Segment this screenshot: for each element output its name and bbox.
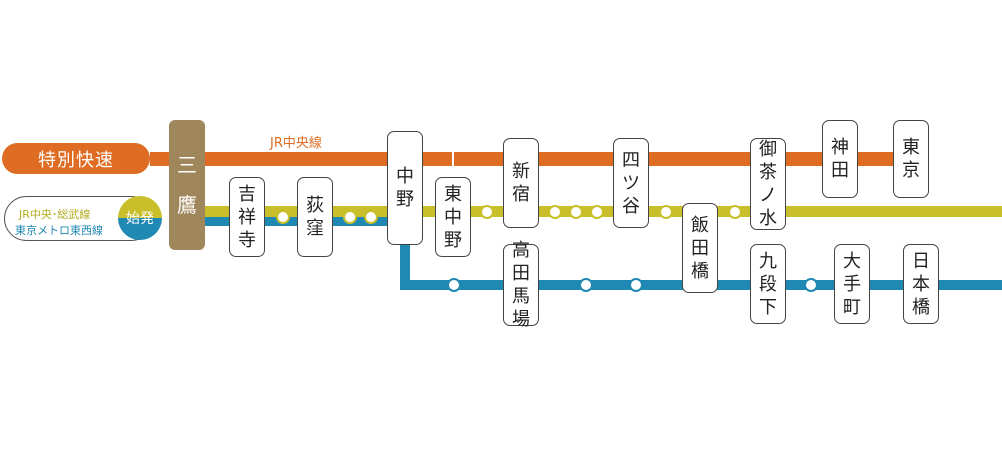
- station-mitaka: 三 鷹: [169, 120, 205, 250]
- station-char: 東: [902, 137, 920, 158]
- station-char: 馬: [512, 286, 530, 307]
- station-char: 神: [831, 137, 849, 158]
- station-char: 四: [622, 149, 640, 171]
- station-dot: [804, 278, 818, 292]
- station-char: 橋: [691, 260, 709, 282]
- station-char: 九: [759, 250, 777, 272]
- station-char: 新: [512, 161, 530, 182]
- station-dot: [659, 205, 673, 219]
- station-char: 祥: [238, 206, 256, 228]
- station-char: 田: [831, 160, 849, 181]
- station-char: ツ: [622, 172, 640, 194]
- origin-badge: 始発: [118, 196, 162, 240]
- station-kanda: 神 田: [822, 120, 858, 198]
- station-char: ノ: [759, 185, 777, 206]
- station-dot: [590, 205, 604, 219]
- station-ogikubo: 荻 窪: [297, 177, 333, 257]
- station-dot: [548, 205, 562, 219]
- station-char: 吉: [238, 183, 256, 205]
- chuo-line-label: JR中央線: [270, 136, 322, 151]
- station-char: 日: [912, 250, 930, 272]
- station-higashinakano: 東 中 野: [435, 177, 471, 257]
- station-tokyo: 東 京: [893, 120, 929, 198]
- station-dot: [364, 210, 378, 224]
- station-char: 橋: [912, 296, 930, 318]
- station-char: 三: [177, 153, 197, 177]
- station-iidabashi: 飯 田 橋: [682, 203, 718, 293]
- station-char: 窪: [306, 218, 324, 239]
- station-char: 中: [396, 166, 414, 187]
- station-char: 下: [759, 296, 777, 318]
- station-char: 御: [759, 139, 777, 160]
- station-nihombashi: 日 本 橋: [903, 244, 939, 324]
- tozai-line-vertical: [400, 226, 410, 290]
- station-ochanomizu: 御 茶 ノ 水: [750, 138, 786, 230]
- station-dot: [343, 210, 357, 224]
- station-char: 野: [396, 189, 414, 210]
- chuo-rapid-line-left: [150, 152, 169, 166]
- station-dot: [569, 205, 583, 219]
- station-char: 鷹: [177, 193, 197, 217]
- station-kichijoji: 吉 祥 寺: [229, 177, 265, 257]
- station-kudanshita: 九 段 下: [750, 244, 786, 324]
- station-dot: [447, 278, 461, 292]
- station-dot: [276, 210, 290, 224]
- station-char: 本: [912, 273, 930, 295]
- station-char: 中: [444, 206, 462, 228]
- station-nakano: 中 野: [387, 131, 423, 245]
- station-char: 田: [512, 263, 530, 284]
- station-dot: [728, 205, 742, 219]
- station-char: 手: [843, 273, 861, 295]
- station-dot: [579, 278, 593, 292]
- station-char: 飯: [691, 214, 709, 236]
- station-char: 谷: [622, 195, 640, 217]
- chuo-rapid-line: [205, 152, 905, 166]
- chuo-sobu-legend-label: JR中央･総武線: [19, 208, 91, 221]
- station-takadanobaba: 高 田 馬 場: [503, 240, 539, 330]
- station-dot: [629, 278, 643, 292]
- station-char: 荻: [306, 195, 324, 216]
- station-char: 茶: [759, 162, 777, 183]
- station-yotsuya: 四 ツ 谷: [613, 138, 649, 228]
- station-char: 大: [843, 250, 861, 272]
- tozai-legend-label: 東京メトロ東西線: [15, 224, 103, 237]
- rapid-legend: 特別快速: [2, 143, 150, 174]
- station-char: 野: [444, 229, 462, 251]
- station-char: 高: [512, 240, 530, 261]
- station-char: 寺: [238, 229, 256, 251]
- station-otemachi: 大 手 町: [834, 244, 870, 324]
- station-char: 宿: [512, 184, 530, 205]
- station-char: 町: [843, 296, 861, 318]
- station-char: 水: [759, 208, 777, 229]
- chuo-rapid-line-gap: [452, 152, 454, 166]
- station-shinjuku: 新 宿: [503, 138, 539, 228]
- station-char: 場: [512, 309, 530, 330]
- station-char: 段: [759, 273, 777, 295]
- station-char: 田: [691, 237, 709, 259]
- station-char: 東: [444, 183, 462, 205]
- station-char: 京: [902, 160, 920, 181]
- station-dot: [480, 205, 494, 219]
